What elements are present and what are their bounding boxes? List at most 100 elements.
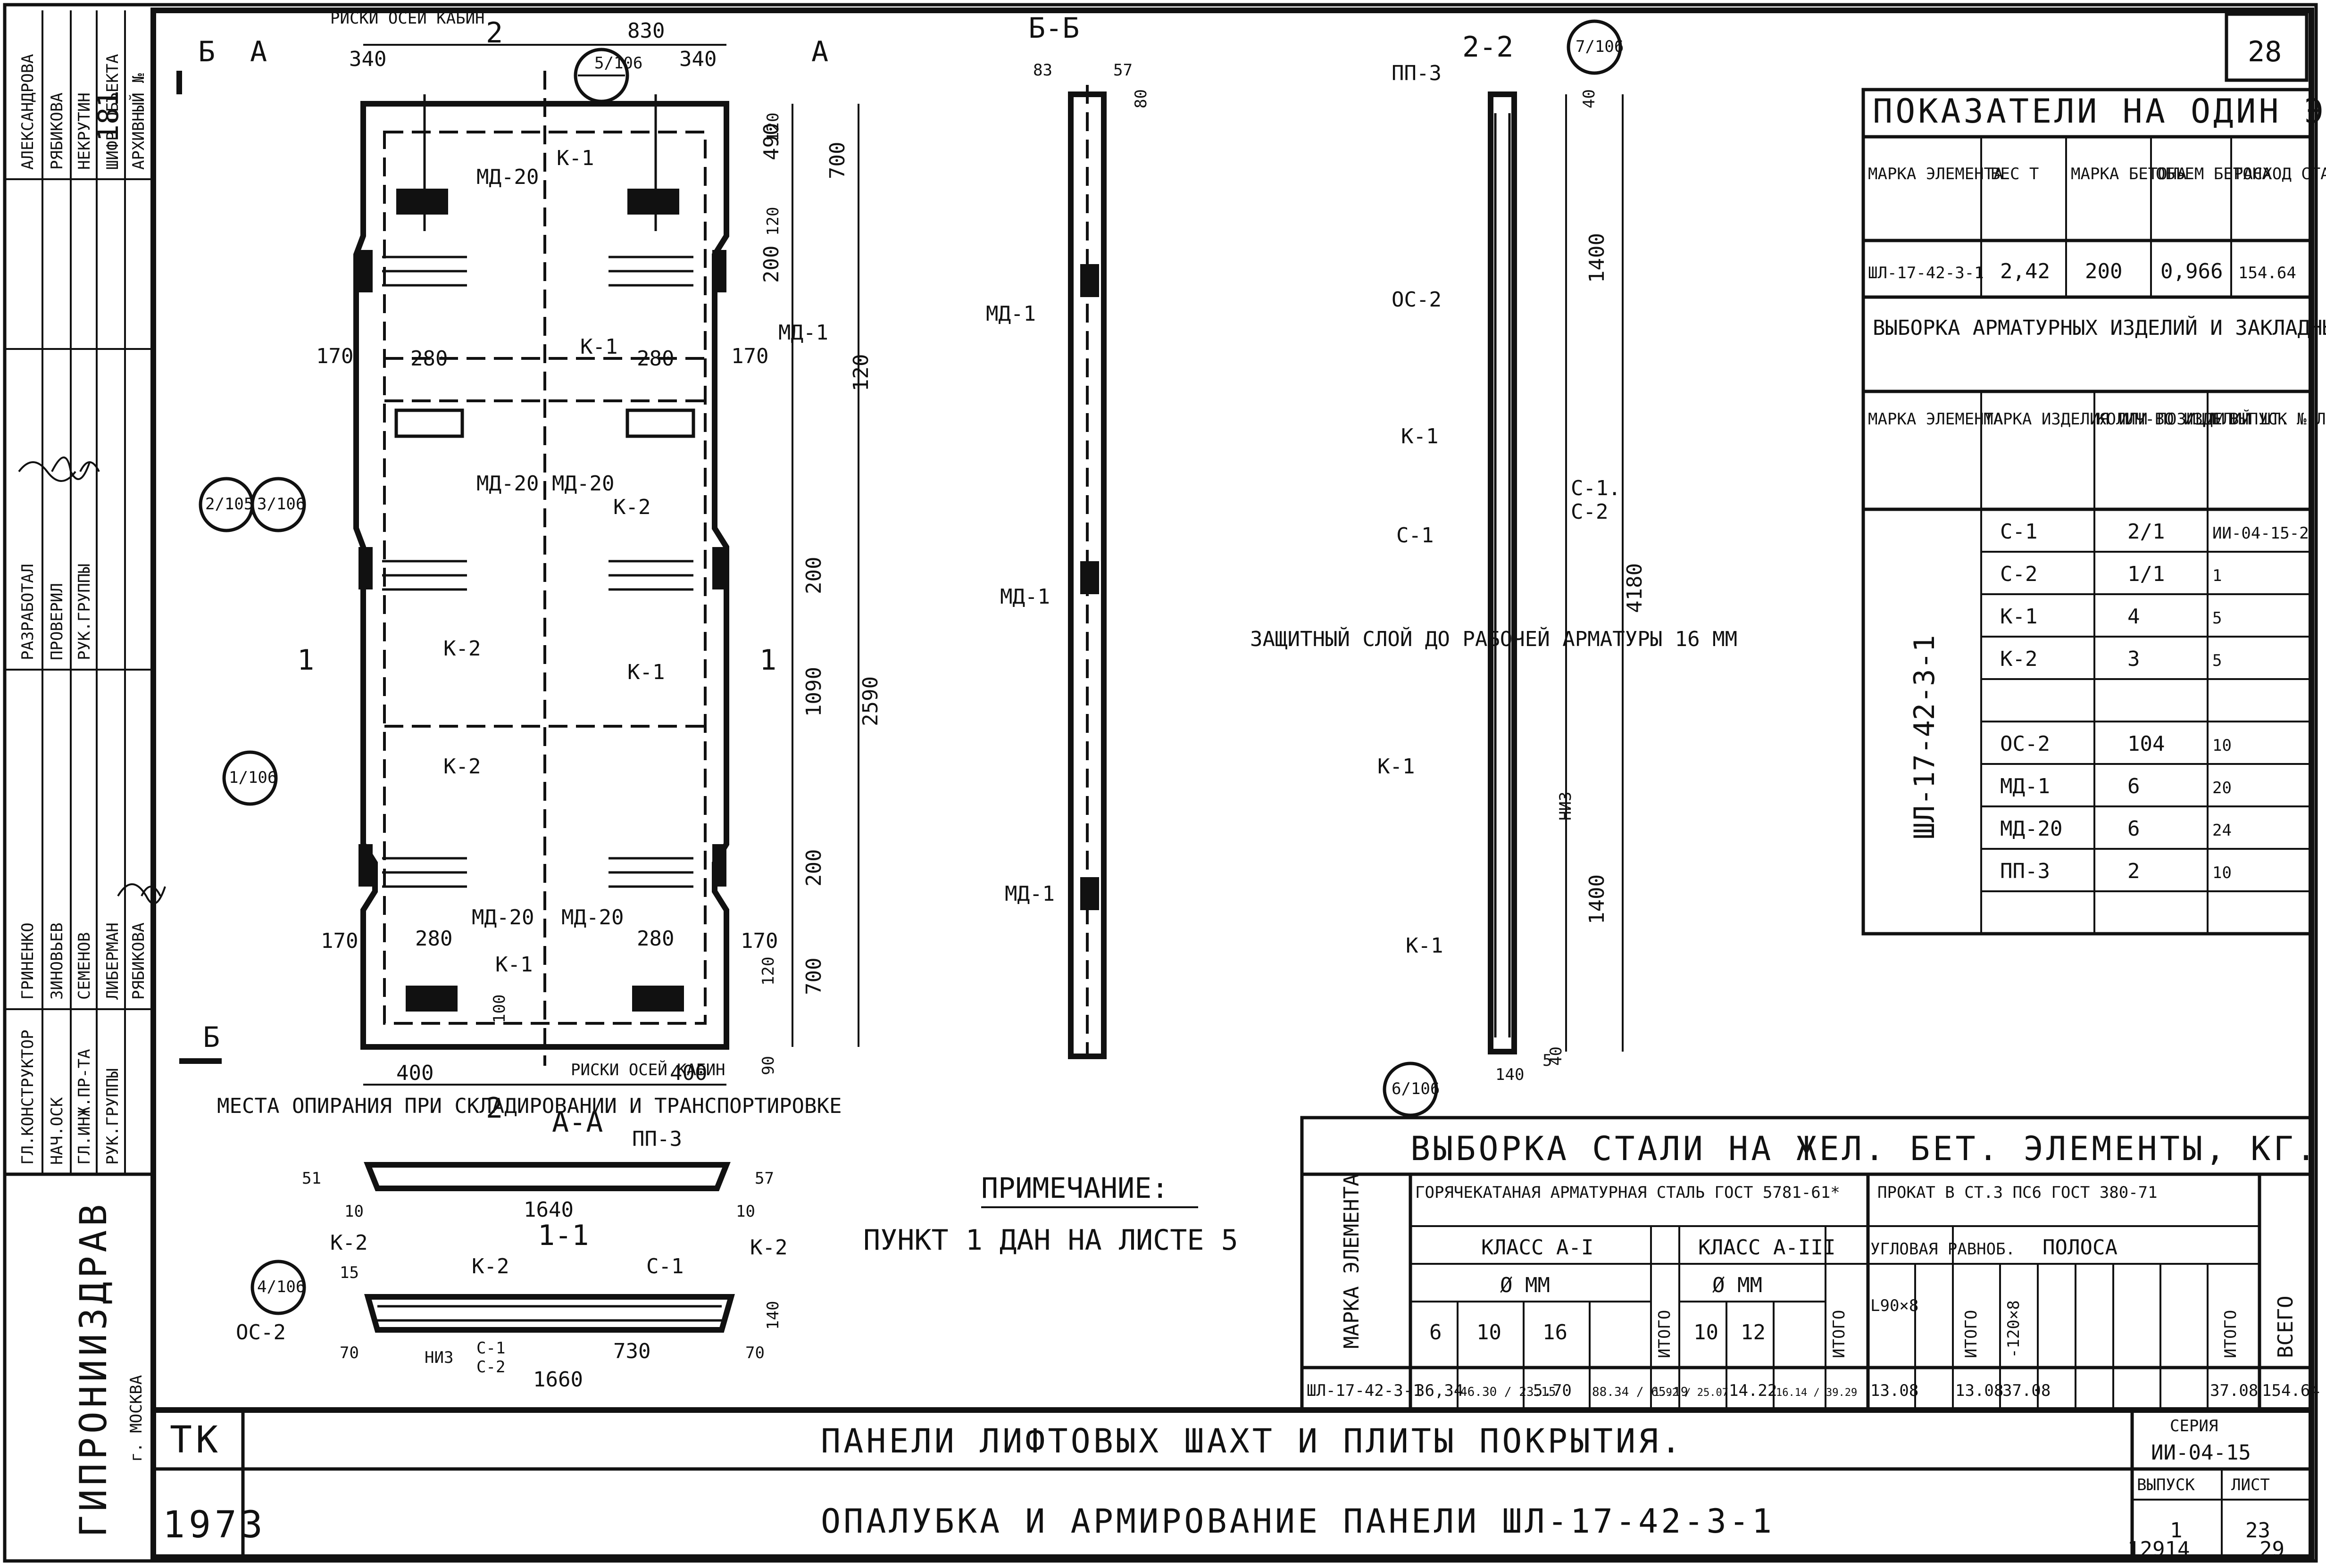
s22-label-k1-b: К-1: [1377, 755, 1415, 779]
callout-7-106: 7/106: [1576, 37, 1624, 56]
callout-2-105: 2/105 3/106: [199, 477, 306, 532]
section-11: 1-1 4/106 К-2 К-2 С-1 К-2 ОС-2 НИЗ С-1 С…: [236, 1219, 787, 1392]
section-22-title: 2-2: [1462, 31, 1513, 64]
callout-6-106: 6/106: [1392, 1079, 1440, 1098]
aa-dim-51: 51: [302, 1169, 321, 1188]
s11-label-k2-c: К-2: [750, 1236, 787, 1260]
dim-bot-280-left: 280: [415, 927, 452, 951]
aa-dim-10-left: 10: [344, 1202, 364, 1221]
steel-col-mark: МАРКА ЭЛЕМЕНТА: [1340, 1174, 1364, 1349]
items-cell-sheet: 1: [2212, 566, 2222, 585]
dim-right-700: 700: [825, 142, 850, 179]
section-mark-2-top: 2: [486, 17, 503, 50]
dim-bot-400-right: 400: [670, 1061, 707, 1085]
steel-title: ВЫБОРКА СТАЛИ НА ЖЕЛ. БЕТ. ЭЛЕМЕНТЫ, КГ.: [1410, 1129, 2319, 1168]
items-cell-mark: МД-20: [2000, 817, 2062, 841]
bb-label-md1-c: МД-1: [1005, 882, 1055, 906]
ind-v-steel: 154.64: [2238, 264, 2296, 282]
items-cell-sheet: ИИ-04-15-2: [2212, 524, 2309, 543]
axis-label-bottom: РИСКИ ОСЕЙ КАБИН: [571, 1060, 725, 1079]
steel-rolled: ПРОКАТ В СТ.3 ПС6 ГОСТ 380-71: [1877, 1183, 2158, 1202]
dim-bot-400-left: 400: [396, 1061, 434, 1085]
s11-label-niz: НИЗ: [425, 1348, 453, 1367]
dim-bot-90: 90: [759, 1056, 778, 1075]
steel-total-angle: ИТОГО: [1962, 1310, 1981, 1358]
signature-1: [18, 461, 76, 482]
org-name: ГИПРОНИИЗДРАВ: [73, 1201, 115, 1537]
title-bottom: ОПАЛУБКА И АРМИРОВАНИЕ ПАНЕЛИ ШЛ-17-42-3…: [821, 1502, 1775, 1541]
side-role-5: НАЧ.ОСК: [48, 1097, 67, 1165]
label-md20-c: МД-20: [552, 472, 614, 496]
s22-dim-40-bottom: 40: [1547, 1046, 1566, 1066]
corner-box: [2225, 12, 2309, 82]
items-h-element: МАРКА ЭЛЕМЕНТА: [1868, 410, 2003, 429]
dim-mid-280-right: 280: [637, 347, 674, 371]
side-archive-label: АРХИВНЫЙ №: [129, 73, 148, 170]
steel-row-10: 46.30 / 23.15: [1460, 1385, 1556, 1399]
aa-dim-1640: 1640: [524, 1198, 574, 1222]
sheet-label: ЛИСТ: [2231, 1476, 2270, 1494]
svg-text:3/106: 3/106: [257, 495, 305, 514]
s11-dim-70-left: 70: [340, 1344, 359, 1362]
org-city: г. МОСКВА: [127, 1375, 146, 1462]
items-cell-sheet: 10: [2212, 736, 2232, 755]
signature-4: [117, 883, 166, 904]
doc-year: 1973: [163, 1504, 267, 1546]
series-label: СЕРИЯ: [2170, 1417, 2218, 1435]
title-block: ТК 1973 ПАНЕЛИ ЛИФТОВЫХ ШАХТ И ПЛИТЫ ПОК…: [153, 1407, 2311, 1561]
steel-row-grand: 154.64: [2262, 1381, 2320, 1400]
series-value: ИИ-04-15: [2151, 1441, 2251, 1465]
bb-dim-83: 83: [1033, 61, 1052, 80]
section-aa: А-А ПП-3 51 10 1640 10 57: [302, 1106, 774, 1222]
panel-outline: [353, 101, 729, 1050]
s22-label-c1b: С-1.: [1571, 476, 1621, 500]
side-archive-code: 181: [92, 91, 125, 141]
steel-class-3: КЛАСС А-III: [1698, 1236, 1835, 1260]
ind-h-mark: МАРКА ЭЛЕМЕНТА: [1868, 165, 2003, 183]
steel-hot-rolled: ГОРЯЧЕКАТАНАЯ АРМАТУРНАЯ СТАЛЬ ГОСТ 5781…: [1415, 1183, 1840, 1202]
steel-row-tot-angle: 13.08: [1955, 1381, 2003, 1400]
steel-grand: ВСЕГО: [2274, 1296, 2298, 1358]
signature-3: [79, 461, 100, 472]
section-bb: Б-Б 83 57 80 МД-1 МД-1 МД-1: [986, 12, 1150, 1059]
s22-dim-1400-top: 1400: [1585, 233, 1609, 283]
items-cell-sheet: 24: [2212, 821, 2232, 840]
items-cell-qty: 4: [2127, 605, 2140, 629]
items-cell-mark: ПП-3: [2000, 859, 2050, 883]
section-mark-a-right: А: [811, 35, 828, 68]
side-name-5: ЗИНОВЬЕВ: [48, 922, 67, 1000]
label-md20-e: МД-20: [561, 905, 624, 929]
table-items: ВЫБОРКА АРМАТУРНЫХ ИЗДЕЛИЙ И ЗАКЛАДНЫХ Д…: [1861, 295, 2326, 936]
label-md20-a: МД-20: [476, 165, 539, 189]
panel-elevation: 830 340 340 РИСКИ ОСЕЙ КАБИН 120 490 700…: [176, 8, 883, 1125]
dim-mid-280-left: 280: [410, 347, 448, 371]
dim-right-490: 490: [759, 123, 784, 160]
steel-row-16: 5.70: [1533, 1381, 1572, 1400]
steel-row-tot-strip: 37.08: [2210, 1381, 2258, 1400]
issue-label: ВЫПУСК: [2137, 1476, 2195, 1494]
label-k1-top: К-1: [557, 146, 594, 170]
items-h-qty: КОЛИЧ-ВО ИЗДЕЛИЙ ШТ.: [2097, 409, 2290, 429]
steel-row-angle: 13.08: [1870, 1381, 1918, 1400]
items-cell-mark: К-1: [2000, 605, 2037, 629]
steel-diam-3: Ø ММ: [1712, 1273, 1762, 1297]
steel-strip-size: -120×8: [2004, 1300, 2023, 1358]
s11-label-c2: С-2: [476, 1358, 505, 1377]
bottom-number-1: 12914: [2127, 1537, 2190, 1561]
s22-label-c2: С-2: [1571, 500, 1608, 524]
items-cell-qty: 6: [2127, 774, 2140, 798]
dim-right-2590: 2590: [859, 676, 883, 726]
s11-dim-140: 140: [764, 1301, 783, 1330]
bb-dim-80: 80: [1132, 89, 1150, 108]
indicators-title: ПОКАЗАТЕЛИ НА ОДИН ЭЛЕМЕНТ: [1873, 92, 2326, 131]
ind-h-concrete: МАРКА БЕТОНА: [2071, 165, 2187, 183]
steel-d1-6: 6: [1429, 1320, 1442, 1344]
label-md1: МД-1: [778, 321, 828, 345]
steel-total-1: ИТОГО: [1655, 1310, 1674, 1358]
bb-label-md1-a: МД-1: [986, 302, 1036, 326]
steel-row-tot3: 16.14 / 39.29: [1776, 1387, 1857, 1399]
side-name-3: НЕКРУТИН: [75, 92, 94, 170]
label-md20-d: МД-20: [472, 905, 534, 929]
